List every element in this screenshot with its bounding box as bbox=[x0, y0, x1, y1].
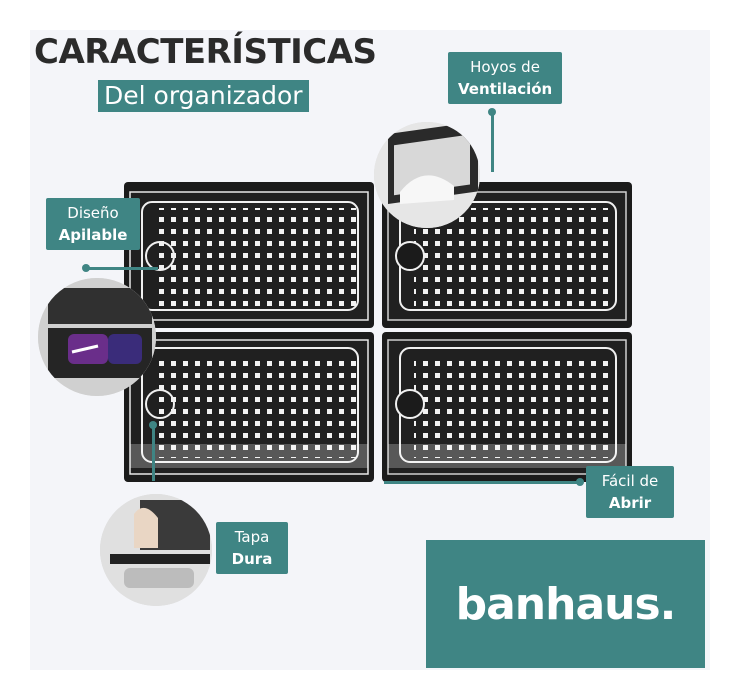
ventilation-dot bbox=[488, 108, 496, 116]
ventilation-leader bbox=[491, 112, 494, 172]
callout-easy-open-line2: Abrir bbox=[608, 494, 652, 512]
callout-stackable: Diseño Apilable bbox=[46, 198, 140, 250]
callout-ventilation: Hoyos de Ventilación bbox=[448, 52, 562, 104]
stackable-dot bbox=[82, 264, 90, 272]
lid-dot bbox=[149, 421, 157, 429]
callout-hard-lid: Tapa Dura bbox=[216, 522, 288, 574]
closeup-lid-icon bbox=[100, 494, 212, 606]
open-leader bbox=[384, 481, 580, 484]
callout-hard-lid-line1: Tapa bbox=[234, 528, 270, 546]
stackable-leader bbox=[86, 267, 158, 270]
callout-easy-open-line1: Fácil de bbox=[601, 472, 659, 490]
lid-leader bbox=[152, 425, 155, 481]
shoe-box-illustration bbox=[124, 182, 632, 482]
open-dot bbox=[576, 478, 584, 486]
page-title: CARACTERÍSTICAS bbox=[34, 32, 377, 72]
brand-banner: banhaus. bbox=[426, 540, 705, 668]
callout-ventilation-line1: Hoyos de bbox=[470, 58, 540, 76]
closeup-vent-icon bbox=[374, 122, 480, 228]
callout-hard-lid-line2: Dura bbox=[231, 550, 273, 568]
brand-logo: banhaus. bbox=[455, 578, 677, 630]
callout-stackable-line1: Diseño bbox=[67, 204, 119, 222]
callout-ventilation-line2: Ventilación bbox=[458, 80, 553, 98]
callout-stackable-line2: Apilable bbox=[58, 226, 128, 244]
closeup-stack-icon bbox=[38, 278, 156, 396]
callout-easy-open: Fácil de Abrir bbox=[586, 466, 674, 518]
page-subtitle: Del organizador bbox=[98, 80, 309, 112]
